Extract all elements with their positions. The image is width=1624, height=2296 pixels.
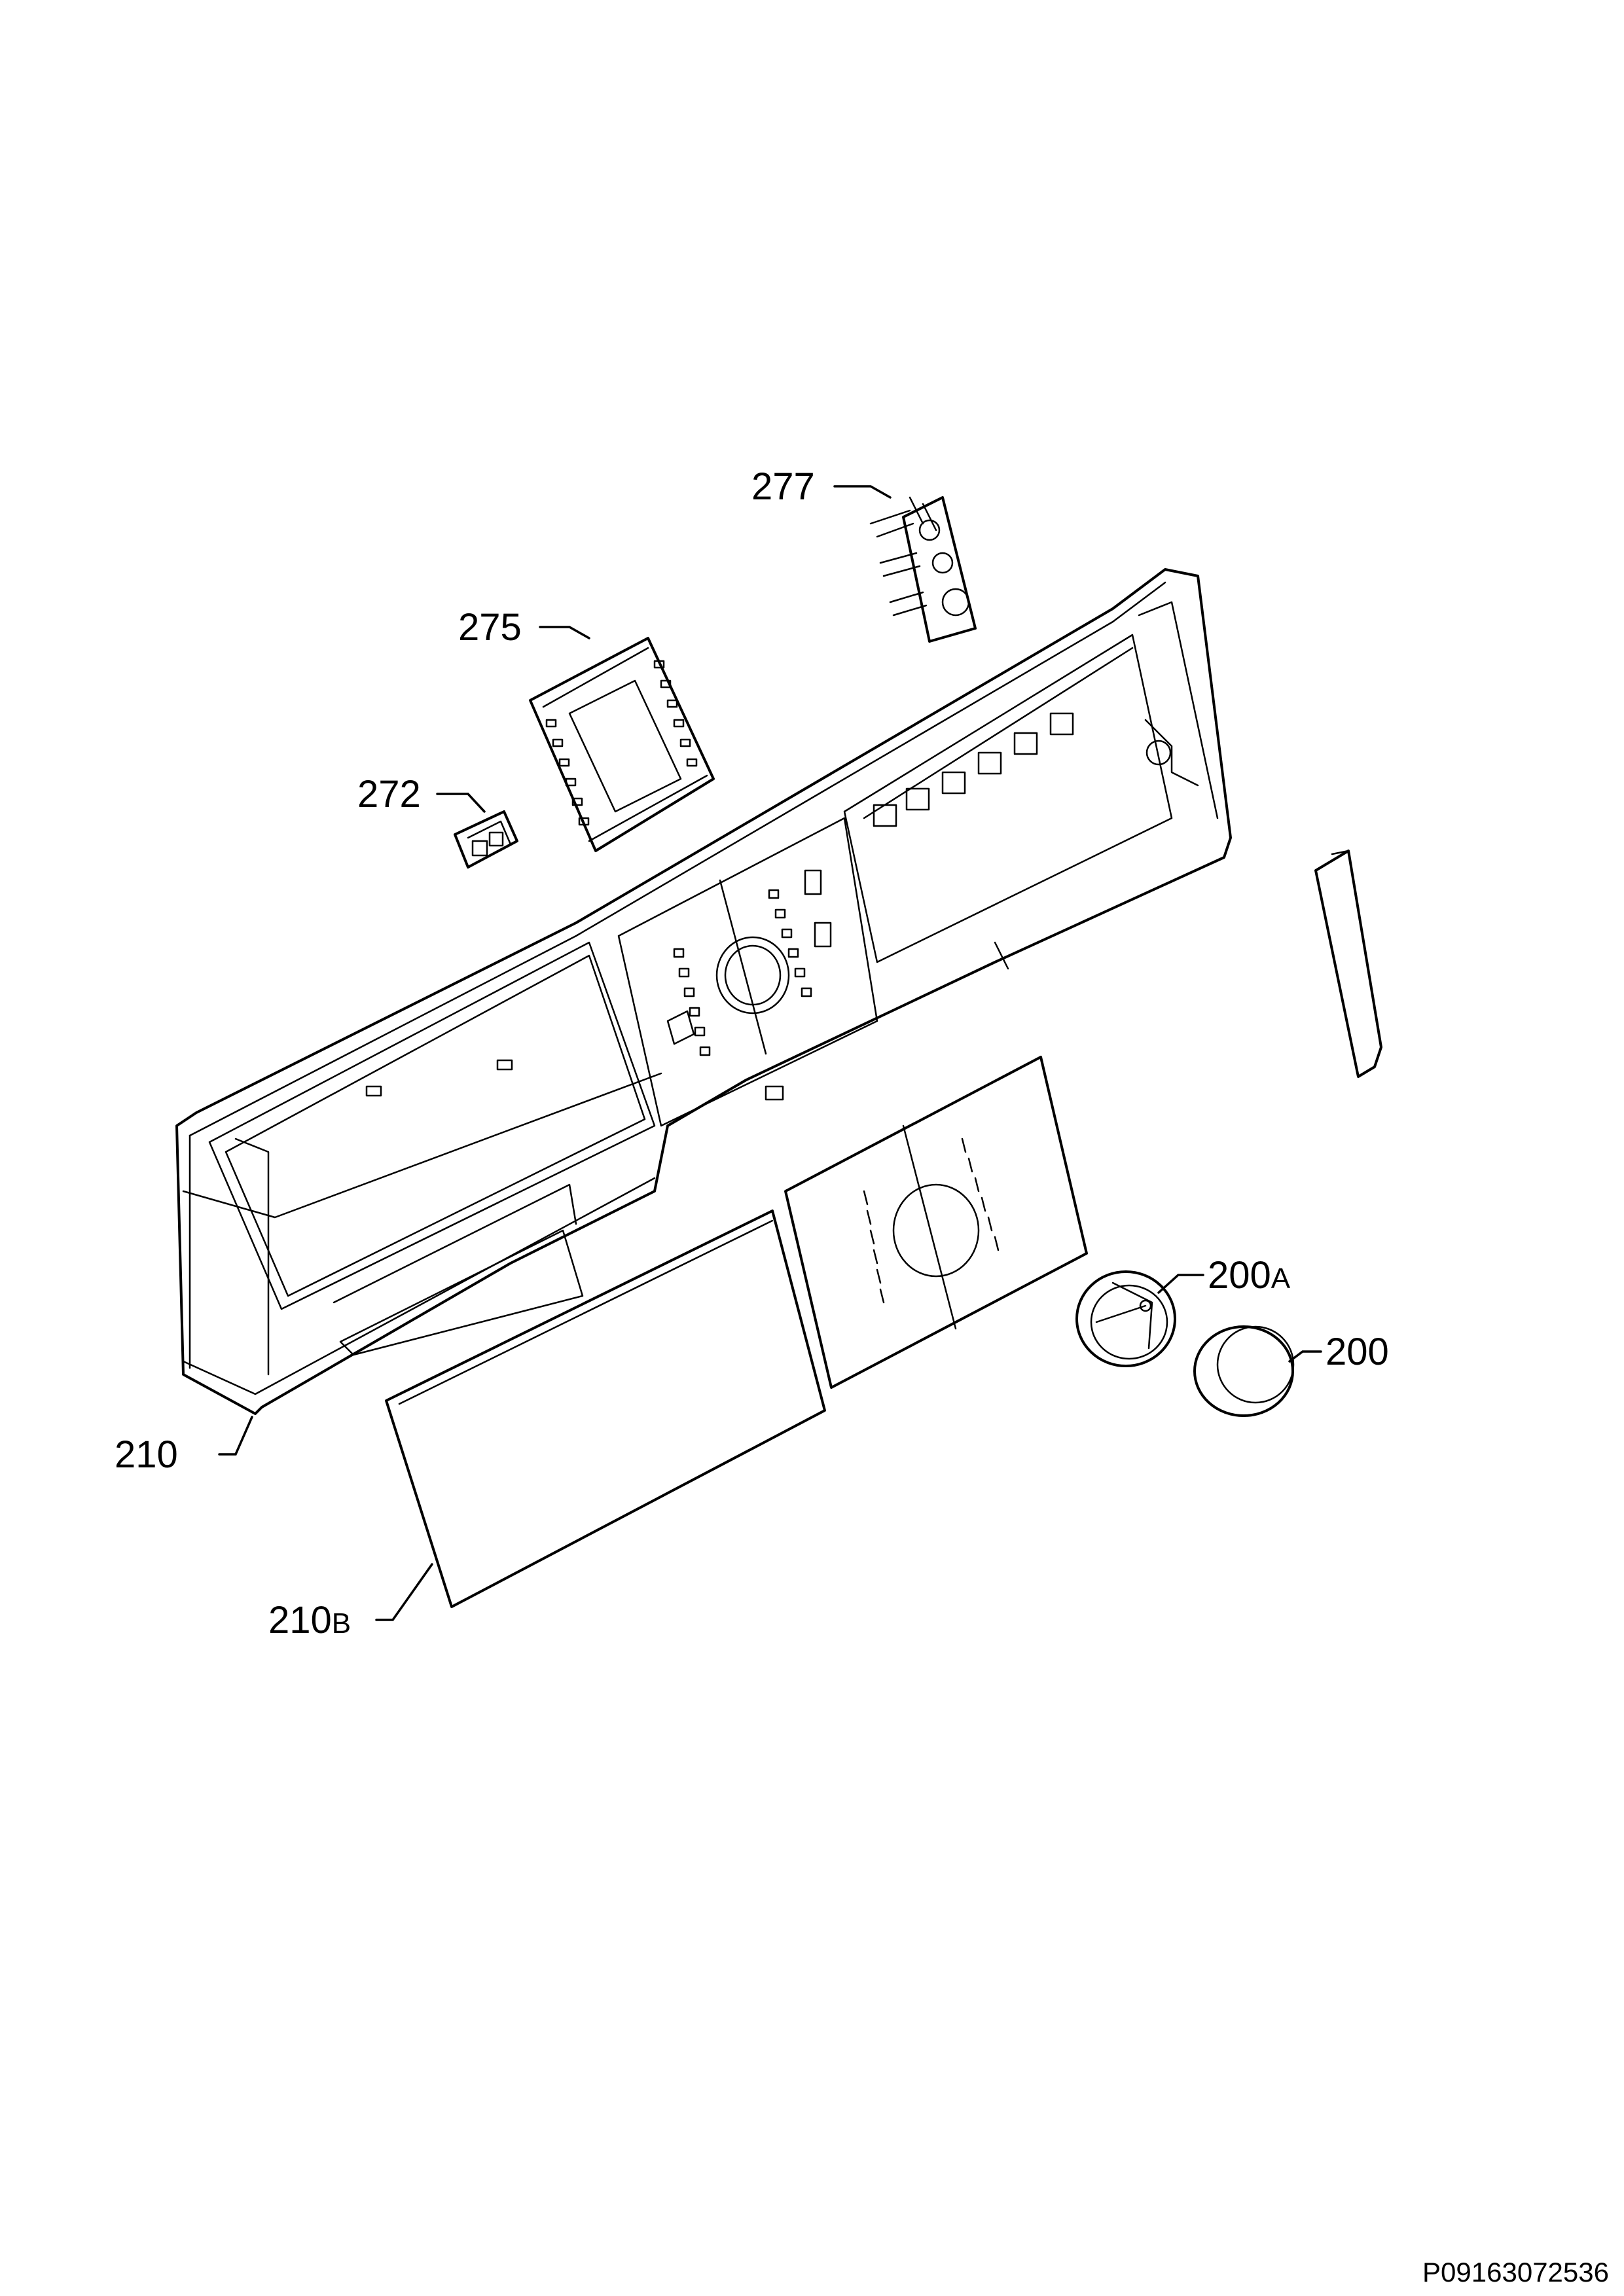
- label-272: 272: [357, 773, 421, 816]
- led-column-left: [673, 948, 711, 1056]
- button-strip: [1314, 850, 1382, 1078]
- part-275-frame: [529, 637, 715, 852]
- control-panel-210: [175, 568, 1232, 1415]
- label-210b: 210B: [268, 1599, 351, 1641]
- led-column-right: [768, 889, 812, 997]
- frame-teeth: [545, 660, 698, 826]
- label-210: 210: [115, 1433, 178, 1476]
- label-200a-number: 200: [1208, 1254, 1271, 1297]
- part-200-knob: [1193, 1325, 1295, 1417]
- decor-dashes-left: [863, 1190, 885, 1304]
- label-210b-number: 210: [268, 1599, 332, 1641]
- decor-dashes-right: [961, 1138, 1000, 1251]
- decor-panel-centre: [784, 1056, 1088, 1389]
- leader-lines: [218, 485, 1322, 1621]
- part-210b-panel: [385, 1210, 826, 1608]
- label-275: 275: [458, 606, 522, 649]
- part-272-switch: [454, 810, 518, 869]
- label-200a-suffix: A: [1271, 1263, 1291, 1295]
- button-row: [873, 712, 1074, 827]
- part-277-bracket: [869, 496, 977, 643]
- part-200a-knob-holder: [1075, 1270, 1176, 1367]
- label-210b-suffix: B: [332, 1607, 351, 1640]
- label-200: 200: [1326, 1331, 1389, 1373]
- label-200a: 200A: [1208, 1254, 1291, 1297]
- drawing-code: P09163072536: [1422, 2257, 1609, 2287]
- label-277: 277: [751, 465, 815, 508]
